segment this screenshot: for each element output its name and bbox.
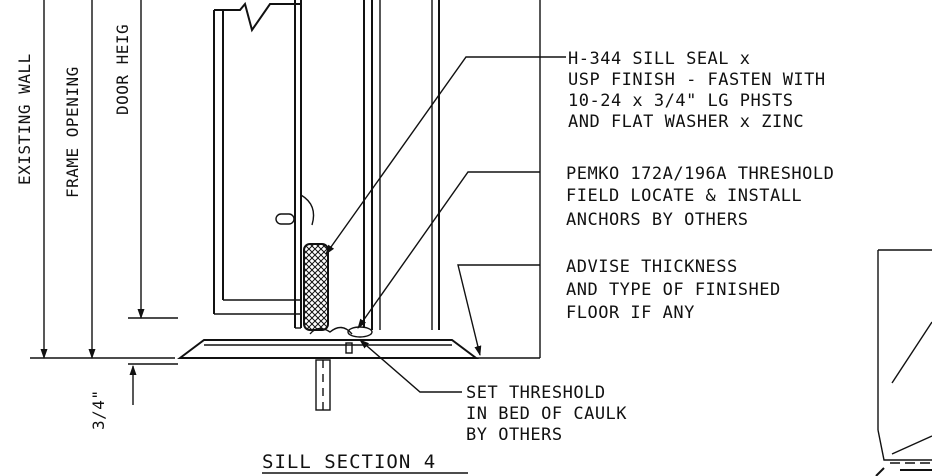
note-line: FIELD LOCATE & INSTALL: [566, 186, 802, 206]
detail-line: [891, 435, 932, 455]
hardware-detail: [300, 194, 315, 226]
frame-opening-label: FRAME OPENING: [63, 66, 82, 198]
note-line: AND TYPE OF FINISHED: [566, 280, 781, 300]
detail-line: [875, 467, 932, 476]
note-line: BY OTHERS: [466, 425, 563, 445]
adjacent-detail-fragment: [875, 249, 932, 476]
finished-floor-leader: [457, 264, 540, 356]
sill-seal: [303, 243, 329, 331]
detail-line: [877, 429, 932, 461]
door-height-label: DOOR HEIG: [113, 24, 132, 115]
note-line: AND FLAT WASHER x ZINC: [568, 112, 804, 132]
note-line: IN BED OF CAULK: [466, 404, 627, 424]
note-line: ADVISE THICKNESS: [566, 257, 738, 277]
note-line: H-344 SILL SEAL x: [568, 49, 751, 69]
note-line: ANCHORS BY OTHERS: [566, 210, 749, 230]
threshold-note: PEMKO 172A/196A THRESHOLD FIELD LOCATE &…: [566, 164, 834, 230]
threshold-gasket: [347, 326, 373, 338]
finished-floor-note: ADVISE THICKNESS AND TYPE OF FINISHED FL…: [566, 257, 781, 323]
sill-seal-note: H-344 SILL SEAL x USP FINISH - FASTEN WI…: [568, 49, 826, 132]
break-line-symbol: [214, 1, 300, 33]
detail-line: [891, 321, 932, 384]
note-line: FLOOR IF ANY: [566, 303, 695, 323]
sill-seal-leader: [325, 56, 566, 255]
dimension-lines: [30, 0, 178, 405]
note-line: USP FINISH - FASTEN WITH: [568, 70, 826, 90]
threshold-profile: [177, 339, 479, 359]
anchor-screw: [345, 342, 353, 354]
caulk-note: SET THRESHOLD IN BED OF CAULK BY OTHERS: [466, 383, 627, 445]
note-line: 10-24 x 3/4" LG PHSTS: [568, 91, 793, 111]
threshold: [177, 326, 479, 411]
threshold-gasket: [309, 326, 353, 335]
threshold-offset-label: 3/4": [89, 389, 108, 430]
leader-lines: [325, 56, 566, 393]
note-line: PEMKO 172A/196A THRESHOLD: [566, 164, 834, 184]
hardware-detail: [275, 213, 295, 225]
threshold-leader: [357, 171, 540, 329]
section-title: SILL SECTION 4: [262, 451, 436, 473]
existing-wall-label: EXISTING WALL: [15, 53, 34, 185]
note-line: SET THRESHOLD: [466, 383, 606, 403]
door-frame-section: [213, 0, 541, 358]
caulk-leader: [359, 339, 462, 393]
